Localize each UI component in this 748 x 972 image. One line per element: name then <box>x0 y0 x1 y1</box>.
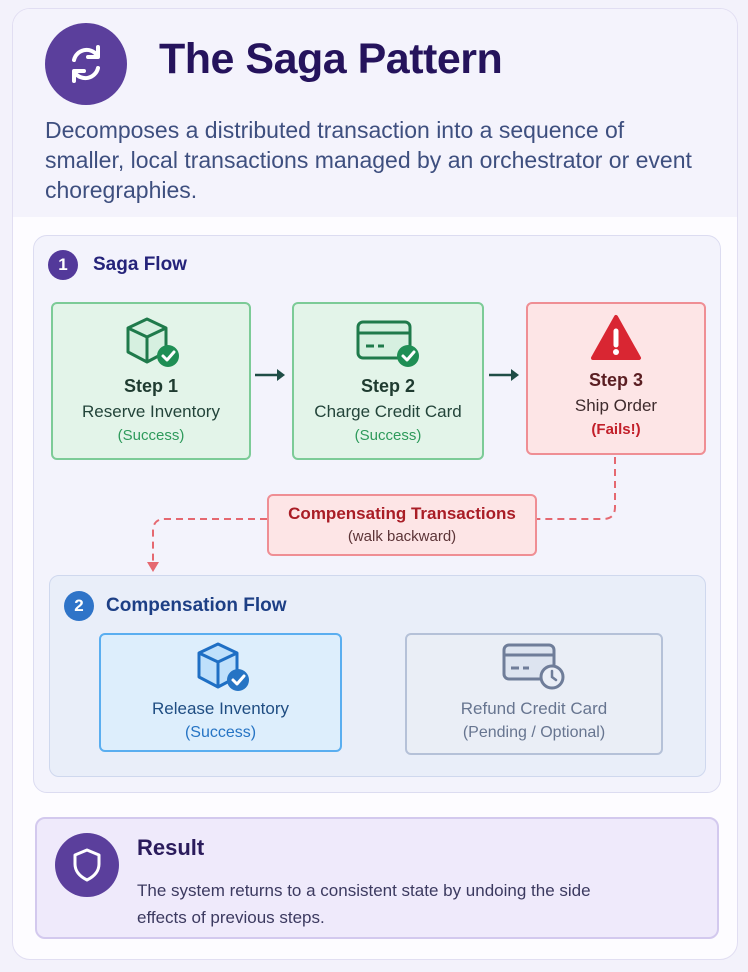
refund-credit-card-card: Refund Credit Card (Pending / Optional) <box>405 633 663 755</box>
task-status: (Pending / Optional) <box>462 724 606 741</box>
step-name: Ship Order <box>574 396 658 415</box>
section-number-badge: 1 <box>48 250 78 280</box>
shield-icon <box>55 833 119 897</box>
task-status: (Success) <box>184 724 257 741</box>
saga-flow-title: Saga Flow <box>93 254 187 275</box>
page-description: Decomposes a distributed transaction int… <box>45 117 692 203</box>
result-text: The system returns to a consistent state… <box>137 881 591 927</box>
step-title: Step 1 <box>123 376 179 396</box>
saga-flow-heading: 1 Saga Flow <box>48 250 187 280</box>
compensation-flow-title: Compensation Flow <box>106 595 287 616</box>
result-title: Result <box>137 835 205 860</box>
step-name: Reserve Inventory <box>82 402 220 421</box>
step-title: Step 3 <box>588 370 644 390</box>
compensating-subtitle: (walk backward) <box>347 528 457 545</box>
box-check-icon <box>126 317 179 367</box>
credit-card-check-icon <box>356 320 419 367</box>
compensating-transactions-label: Compensating Transactions (walk backward… <box>267 494 537 556</box>
task-name: Refund Credit Card <box>460 699 608 718</box>
page-title: The Saga Pattern <box>159 35 503 83</box>
task-name: Release Inventory <box>151 699 290 718</box>
step-status: (Success) <box>117 427 185 444</box>
release-inventory-card: Release Inventory (Success) <box>99 633 342 752</box>
warning-icon <box>591 315 641 360</box>
step-1-card: Step 1 Reserve Inventory (Success) <box>51 302 251 460</box>
step-2-card: Step 2 Charge Credit Card (Success) <box>292 302 484 460</box>
arrow-right-icon <box>255 369 285 381</box>
compensation-flow-heading: 2 Compensation Flow <box>64 591 287 621</box>
section-number-badge: 2 <box>64 591 94 621</box>
arrow-right-icon <box>489 369 519 381</box>
step-3-card: Step 3 Ship Order (Fails!) <box>526 302 706 455</box>
failure-connector-line <box>537 457 616 520</box>
step-status: (Success) <box>354 427 422 444</box>
step-title: Step 2 <box>360 376 416 396</box>
saga-pattern-card: The Saga Pattern Decomposes a distribute… <box>12 8 738 960</box>
compensation-connector-line <box>152 518 267 563</box>
refresh-cycle-icon <box>45 23 127 105</box>
credit-card-clock-icon <box>502 643 565 690</box>
compensating-title: Compensating Transactions <box>288 504 516 523</box>
box-check-icon <box>197 642 249 691</box>
result-panel: Result The system returns to a consisten… <box>35 817 719 939</box>
step-status: (Fails!) <box>591 421 641 438</box>
compensation-flow-panel: 2 Compensation Flow Release Inventory (S… <box>49 575 706 777</box>
step-name: Charge Credit Card <box>314 402 462 421</box>
header: The Saga Pattern Decomposes a distribute… <box>13 9 737 217</box>
arrow-down-icon <box>147 562 159 572</box>
